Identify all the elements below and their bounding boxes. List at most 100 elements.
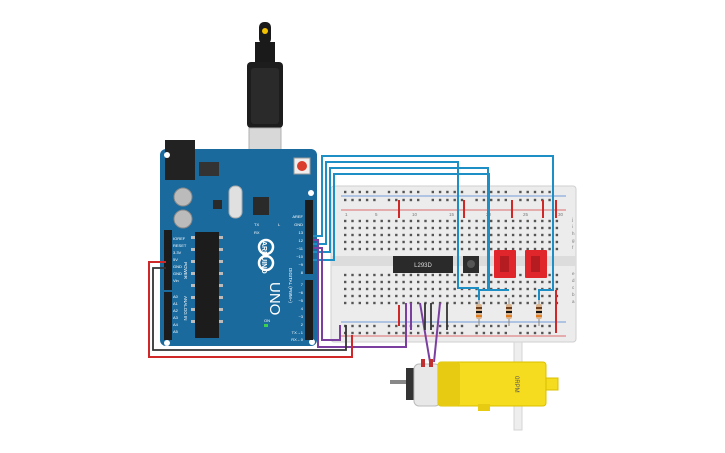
breadboard-hole[interactable] xyxy=(387,190,391,194)
breadboard-hole[interactable] xyxy=(482,198,486,202)
breadboard-hole[interactable] xyxy=(431,198,434,202)
breadboard-hole[interactable] xyxy=(533,280,537,284)
breadboard-hole[interactable] xyxy=(417,219,420,223)
breadboard-hole[interactable] xyxy=(541,226,544,230)
breadboard-hole[interactable] xyxy=(351,190,354,194)
breadboard-hole[interactable] xyxy=(468,294,471,298)
red-wires[interactable] xyxy=(148,261,353,358)
breadboard-hole[interactable] xyxy=(373,190,376,194)
breadboard-hole[interactable] xyxy=(475,233,478,237)
breadboard-hole[interactable] xyxy=(504,233,507,237)
breadboard-hole[interactable] xyxy=(395,273,398,277)
breadboard-hole[interactable] xyxy=(468,219,471,223)
breadboard-hole[interactable] xyxy=(417,198,420,202)
breadboard-hole[interactable] xyxy=(351,301,354,305)
breadboard-hole[interactable] xyxy=(468,301,471,305)
breadboard-hole[interactable] xyxy=(460,190,464,194)
breadboard-hole[interactable] xyxy=(409,247,413,251)
breadboard-hole[interactable] xyxy=(526,233,529,237)
breadboard-hole[interactable] xyxy=(380,280,383,284)
breadboard-hole[interactable] xyxy=(395,324,398,328)
breadboard-hole[interactable] xyxy=(365,280,369,284)
breadboard-hole[interactable] xyxy=(511,280,515,284)
breadboard-hole[interactable] xyxy=(453,294,456,298)
breadboard-hole[interactable] xyxy=(380,233,383,237)
breadboard-hole[interactable] xyxy=(446,233,449,237)
breadboard-hole[interactable] xyxy=(431,240,434,244)
breadboard-hole[interactable] xyxy=(519,240,522,244)
breadboard-hole[interactable] xyxy=(475,240,478,244)
breadboard-hole[interactable] xyxy=(344,287,347,291)
breadboard-hole[interactable] xyxy=(409,198,413,202)
breadboard-hole[interactable] xyxy=(351,273,354,277)
breadboard-hole[interactable] xyxy=(519,301,522,305)
breadboard-hole[interactable] xyxy=(526,226,529,230)
breadboard-hole[interactable] xyxy=(446,247,449,251)
breadboard-hole[interactable] xyxy=(526,331,529,335)
breadboard-hole[interactable] xyxy=(365,219,369,223)
breadboard-hole[interactable] xyxy=(511,247,515,251)
breadboard-hole[interactable] xyxy=(555,280,559,284)
breadboard-hole[interactable] xyxy=(387,240,391,244)
breadboard-hole[interactable] xyxy=(344,273,347,277)
breadboard-hole[interactable] xyxy=(365,226,369,230)
breadboard-hole[interactable] xyxy=(351,287,354,291)
breadboard-hole[interactable] xyxy=(548,331,551,335)
breadboard-hole[interactable] xyxy=(438,324,442,328)
breadboard-hole[interactable] xyxy=(497,301,500,305)
breadboard-hole[interactable] xyxy=(446,190,449,194)
breadboard-hole[interactable] xyxy=(351,219,354,223)
breadboard-hole[interactable] xyxy=(460,301,464,305)
breadboard-hole[interactable] xyxy=(533,219,537,223)
breadboard-hole[interactable] xyxy=(519,219,522,223)
breadboard-hole[interactable] xyxy=(358,198,361,202)
breadboard-hole[interactable] xyxy=(351,240,354,244)
breadboard-hole[interactable] xyxy=(358,273,361,277)
breadboard-hole[interactable] xyxy=(351,198,354,202)
breadboard-hole[interactable] xyxy=(438,287,442,291)
breadboard-hole[interactable] xyxy=(475,219,478,223)
breadboard-hole[interactable] xyxy=(358,324,361,328)
breadboard-hole[interactable] xyxy=(417,331,420,335)
breadboard-hole[interactable] xyxy=(504,294,507,298)
breadboard-hole[interactable] xyxy=(482,324,486,328)
breadboard-hole[interactable] xyxy=(526,247,529,251)
breadboard-hole[interactable] xyxy=(373,233,376,237)
breadboard-hole[interactable] xyxy=(365,287,369,291)
breadboard-hole[interactable] xyxy=(533,247,537,251)
breadboard-hole[interactable] xyxy=(395,331,398,335)
breadboard-hole[interactable] xyxy=(387,280,391,284)
breadboard-hole[interactable] xyxy=(497,226,500,230)
breadboard-hole[interactable] xyxy=(402,190,405,194)
breadboard-hole[interactable] xyxy=(380,219,383,223)
breadboard-hole[interactable] xyxy=(395,247,398,251)
breadboard-hole[interactable] xyxy=(373,226,376,230)
breadboard-hole[interactable] xyxy=(548,190,551,194)
breadboard-hole[interactable] xyxy=(402,233,405,237)
breadboard-hole[interactable] xyxy=(526,198,529,202)
breadboard-hole[interactable] xyxy=(373,287,376,291)
breadboard-hole[interactable] xyxy=(424,226,427,230)
breadboard-hole[interactable] xyxy=(519,190,522,194)
breadboard-hole[interactable] xyxy=(533,294,537,298)
breadboard-hole[interactable] xyxy=(395,198,398,202)
breadboard-hole[interactable] xyxy=(365,294,369,298)
breadboard-hole[interactable] xyxy=(438,219,442,223)
breadboard-hole[interactable] xyxy=(417,247,420,251)
breadboard-hole[interactable] xyxy=(380,240,383,244)
breadboard-hole[interactable] xyxy=(446,280,449,284)
breadboard-hole[interactable] xyxy=(504,331,507,335)
breadboard-hole[interactable] xyxy=(555,247,559,251)
breadboard-hole[interactable] xyxy=(453,190,456,194)
breadboard-hole[interactable] xyxy=(475,301,478,305)
breadboard-hole[interactable] xyxy=(446,240,449,244)
breadboard-hole[interactable] xyxy=(533,190,537,194)
breadboard-hole[interactable] xyxy=(446,294,449,298)
breadboard-hole[interactable] xyxy=(548,324,551,328)
breadboard-hole[interactable] xyxy=(373,301,376,305)
breadboard-hole[interactable] xyxy=(373,331,376,335)
breadboard-hole[interactable] xyxy=(482,331,486,335)
breadboard-hole[interactable] xyxy=(431,280,434,284)
breadboard-hole[interactable] xyxy=(548,247,551,251)
breadboard-hole[interactable] xyxy=(490,233,493,237)
